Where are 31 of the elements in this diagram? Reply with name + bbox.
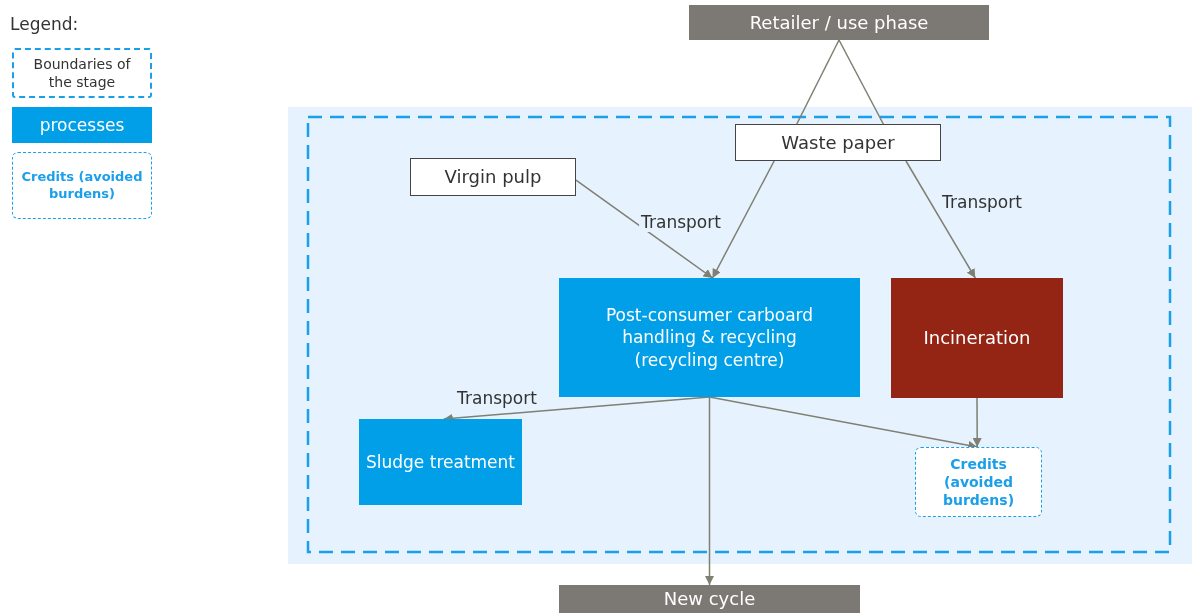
arrow bbox=[708, 396, 978, 450]
connector-line bbox=[796, 39, 840, 125]
edge-label: Transport bbox=[455, 388, 539, 408]
arrow bbox=[705, 396, 714, 586]
input-box bbox=[410, 158, 576, 196]
node-label: Virgin pulp bbox=[443, 165, 543, 189]
legend-title: Legend: bbox=[10, 16, 79, 33]
node-label: Incineration bbox=[922, 326, 1032, 350]
arrow bbox=[972, 397, 982, 448]
credit-box bbox=[915, 447, 1042, 517]
stage-box bbox=[559, 585, 860, 613]
legend-label: Credits (avoided burdens) bbox=[20, 168, 144, 203]
node-label: Post-consumer carboard handling & recycling (recycling centre) bbox=[604, 304, 815, 371]
node-label: Credits (avoided burdens) bbox=[941, 454, 1016, 510]
process-box bbox=[559, 278, 860, 397]
input-box bbox=[735, 124, 941, 161]
node-label: Retailer / use phase bbox=[748, 10, 930, 35]
node-label: New cycle bbox=[662, 587, 757, 611]
edge-label: Transport bbox=[940, 192, 1024, 212]
connector-line bbox=[838, 39, 885, 125]
stage-box bbox=[689, 5, 989, 40]
legend-label: processes bbox=[39, 113, 125, 137]
arrow bbox=[905, 160, 977, 279]
arrow bbox=[575, 179, 714, 279]
node-label: Sludge treatment bbox=[365, 450, 516, 474]
node-label: Waste paper bbox=[780, 130, 896, 155]
process-box bbox=[891, 278, 1063, 398]
legend-label: Boundaries of the stage bbox=[32, 54, 132, 92]
arrow bbox=[711, 160, 775, 279]
process-box bbox=[359, 419, 522, 505]
edge-label: Transport bbox=[639, 212, 723, 232]
